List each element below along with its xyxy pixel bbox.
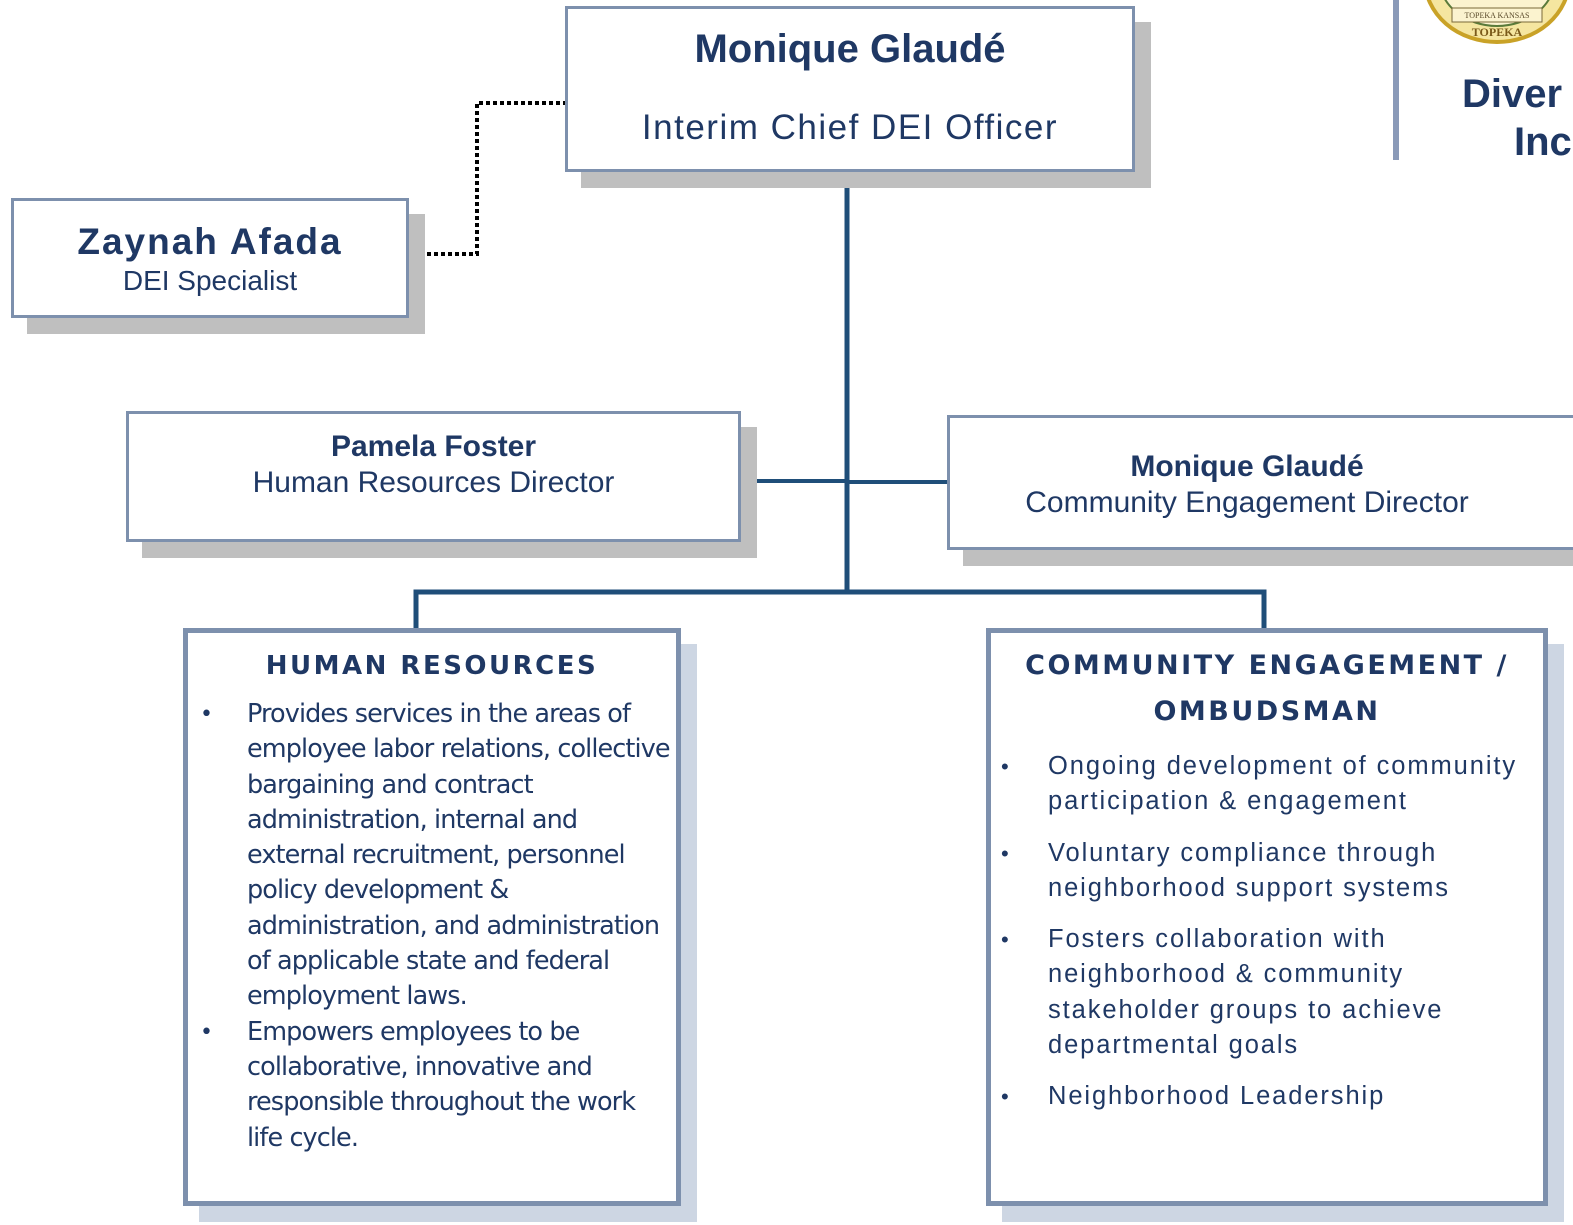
list-item-text: Empowers employees to be collaborative, …	[247, 1016, 636, 1153]
ce-department-heading-line1: COMMUNITY ENGAGEMENT /	[1025, 650, 1509, 681]
department-branch-line	[413, 589, 1267, 628]
list-item: • Fosters collaboration with neighborhoo…	[991, 922, 1543, 1063]
ce-department-box: COMMUNITY ENGAGEMENT / OMBUDSMAN • Ongoi…	[986, 628, 1548, 1206]
ce-director-box: Monique Glaudé Community Engagement Dire…	[947, 415, 1573, 550]
list-item-text: Ongoing development of community partici…	[1048, 752, 1518, 816]
list-item-text: Voluntary compliance through neighborhoo…	[1048, 838, 1450, 902]
bullet-icon: •	[200, 1019, 213, 1045]
list-item: • Ongoing development of community parti…	[991, 749, 1543, 820]
chief-officer-title: Interim Chief DEI Officer	[641, 108, 1059, 147]
ce-director-name: Monique Glaudé	[1130, 450, 1364, 483]
dei-specialist-name: Zaynah Afada	[77, 221, 343, 262]
bullet-icon: •	[1001, 754, 1011, 779]
dotted-reporting-line	[410, 101, 567, 256]
ce-department-list: • Ongoing development of community parti…	[991, 749, 1543, 1115]
list-item-text: Provides services in the areas of employ…	[247, 699, 671, 1012]
dei-specialist-box: Zaynah Afada DEI Specialist	[11, 198, 409, 318]
list-item: • Neighborhood Leadership	[991, 1079, 1543, 1114]
bullet-icon: •	[200, 702, 213, 727]
list-item: • Voluntary compliance through neighborh…	[991, 836, 1543, 907]
list-item-text: Fosters collaboration with neighborhood …	[1048, 925, 1444, 1060]
dei-specialist-title: DEI Specialist	[122, 265, 298, 296]
hr-department-heading: HUMAN RESOURCES	[265, 651, 599, 681]
bullet-icon: •	[1001, 1084, 1011, 1110]
hr-department-box: HUMAN RESOURCES • Provides services in t…	[183, 628, 681, 1206]
header-divider	[1393, 0, 1399, 160]
city-seal-icon: TOPEKA KANSAS TOPEKA	[1426, 0, 1568, 44]
list-item-text: Neighborhood Leadership	[1048, 1082, 1386, 1111]
header-title: Diver Inc	[1462, 70, 1573, 166]
bullet-icon: •	[1001, 840, 1011, 866]
chief-officer-box: Monique Glaudé Interim Chief DEI Officer	[565, 6, 1135, 172]
list-item: • Provides services in the areas of empl…	[188, 697, 676, 1015]
ce-director-title: Community Engagement Director	[1025, 486, 1469, 519]
ce-department-heading: COMMUNITY ENGAGEMENT / OMBUDSMAN	[991, 643, 1543, 735]
seal-subtext: TOPEKA KANSAS	[1465, 11, 1530, 20]
header-title-line2: Inc	[1514, 120, 1572, 164]
hr-director-box: Pamela Foster Human Resources Director	[126, 411, 741, 542]
chief-officer-name: Monique Glaudé	[694, 27, 1006, 71]
header-title-line1: Diver	[1462, 72, 1563, 116]
ce-department-heading-line2: OMBUDSMAN	[1153, 696, 1381, 727]
hr-department-list: • Provides services in the areas of empl…	[188, 697, 676, 1156]
hr-director-name: Pamela Foster	[330, 430, 537, 463]
hr-director-title: Human Resources Director	[252, 466, 615, 499]
bullet-icon: •	[1001, 927, 1011, 953]
seal-text: TOPEKA	[1472, 25, 1523, 39]
list-item: • Empowers employees to be collaborative…	[188, 1015, 676, 1156]
